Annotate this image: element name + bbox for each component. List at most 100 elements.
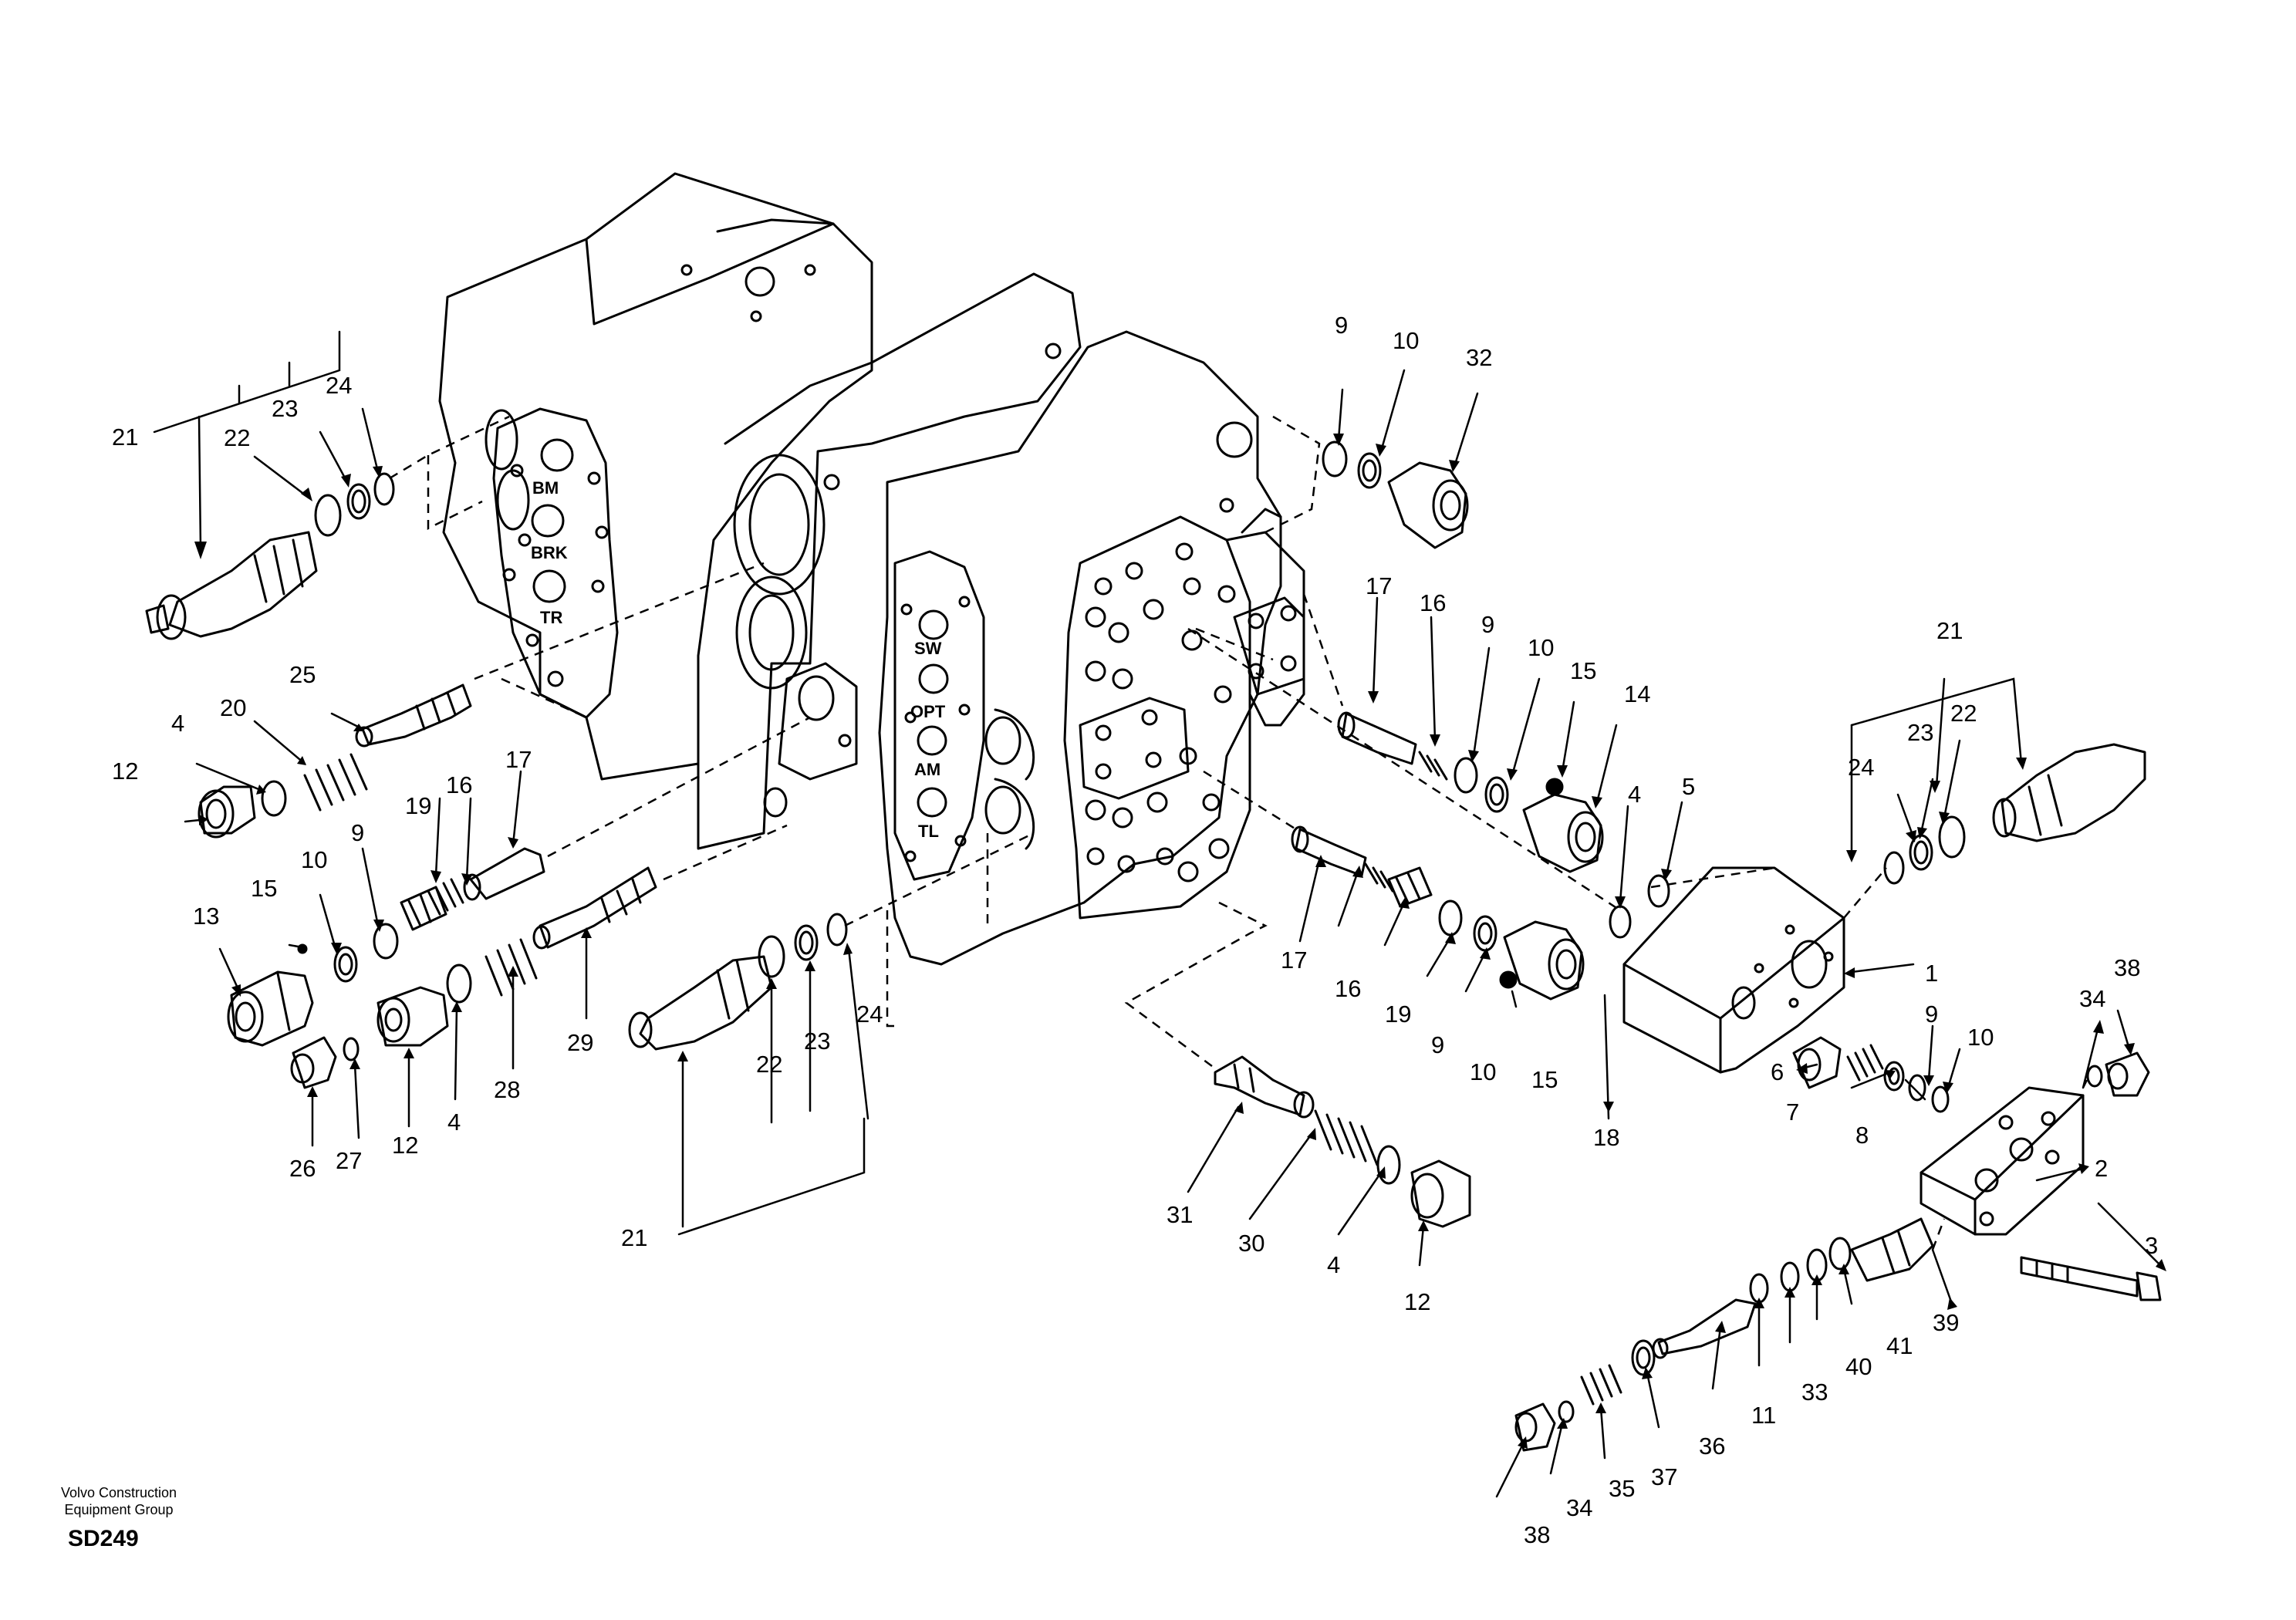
sleeve-19-left: [400, 886, 447, 931]
callout-number: 24: [326, 372, 352, 399]
valve-body-front-section: [878, 330, 1305, 966]
callout-number: 41: [1886, 1332, 1913, 1359]
spring-30: [1314, 1109, 1379, 1166]
housing-1: [1622, 866, 1845, 1074]
backup-ring-10-top: [1357, 452, 1382, 489]
spool-31: [1214, 1055, 1315, 1119]
relief-valve-right: [1992, 743, 2146, 842]
backup-ring-8: [1883, 1061, 1905, 1092]
drawing-code: SD249: [68, 1526, 139, 1551]
plunger-6: [1792, 1036, 1842, 1089]
callout-number: 37: [1651, 1463, 1677, 1490]
o-ring-33: [1780, 1261, 1800, 1292]
o-ring-4-left: [261, 780, 287, 817]
callout-number: 17: [505, 746, 532, 773]
callout-number: 24: [1848, 754, 1874, 781]
port-label: TR: [540, 608, 562, 627]
callout-number: 4: [1628, 781, 1641, 808]
callout-number: 39: [1933, 1309, 1959, 1336]
callout-number: 10: [301, 846, 327, 873]
spring-16-left: [427, 878, 464, 916]
callout-number: 35: [1609, 1475, 1635, 1502]
arrowheads: [194, 434, 2166, 1449]
callout-number: 15: [251, 875, 277, 902]
callout-number: 16: [1420, 589, 1446, 616]
plug-14: [1522, 793, 1604, 873]
callout-number: 23: [804, 1028, 830, 1055]
callout-number: 15: [1570, 657, 1596, 684]
callout-number: 19: [1385, 1001, 1411, 1028]
plug-39: [1850, 1217, 1934, 1282]
callout-number: 34: [1566, 1494, 1592, 1521]
callout-number: 38: [2114, 954, 2140, 981]
callout-number: 13: [193, 903, 219, 930]
callout-number: 4: [447, 1109, 461, 1136]
o-ring-10-lower-right: [1931, 1085, 1950, 1113]
plug-12-left: [198, 785, 256, 839]
port-label: OPT: [910, 702, 946, 721]
callout-number: 9: [351, 819, 364, 846]
company-name-line2: Equipment Group: [64, 1502, 174, 1517]
port-label: AM: [914, 760, 940, 779]
spool-25: [355, 683, 472, 748]
o-ring-9-right-lower: [1438, 899, 1463, 937]
valve-body-rear-section: [438, 172, 873, 781]
o-ring-34-bottom: [1558, 1400, 1575, 1423]
o-ring-24-lower: [826, 913, 848, 947]
callout-number: 32: [1466, 344, 1492, 371]
spring-28: [485, 938, 538, 997]
callout-number: 9: [1925, 1001, 1938, 1028]
callout-number: 23: [272, 395, 298, 422]
piston-17-right-upper: [1337, 711, 1417, 765]
leader-lines: [153, 330, 2162, 1498]
o-ring-9-left: [373, 923, 399, 960]
spring-20: [303, 753, 368, 812]
backup-ring-23-upper: [346, 483, 371, 520]
sleeve-19-right: [1387, 866, 1433, 908]
spring-7: [1846, 1044, 1884, 1082]
callout-number: 21: [621, 1224, 647, 1251]
valve-body-middle-section: [697, 272, 1082, 850]
port-label: BRK: [531, 543, 568, 562]
callout-number: 10: [1528, 634, 1554, 661]
callout-number: 16: [1335, 975, 1361, 1002]
backup-ring-10-right-lower: [1473, 915, 1497, 952]
ball-15-right-lower: [1499, 970, 1518, 989]
spring-16-right-upper: [1418, 751, 1448, 781]
callout-number: 24: [856, 1001, 883, 1028]
o-ring-9-top: [1322, 440, 1348, 478]
spool-36: [1652, 1298, 1757, 1359]
callout-number: 21: [1936, 617, 1963, 644]
callout-number: 20: [220, 694, 246, 721]
callout-number: 10: [1470, 1058, 1496, 1085]
callout-number: 16: [446, 771, 472, 798]
callout-number: 7: [1786, 1099, 1799, 1126]
callout-number: 18: [1593, 1124, 1619, 1151]
footer: Volvo Construction Equipment Group: [34, 1484, 204, 1518]
plug-38-top: [2105, 1051, 2150, 1097]
callout-number: 8: [1855, 1122, 1869, 1149]
housing-2: [1920, 1086, 2085, 1236]
backup-ring-10-left: [333, 946, 358, 983]
callout-number: 9: [1481, 611, 1494, 638]
callout-number: 19: [405, 792, 431, 819]
o-ring-24-right: [1883, 851, 1905, 885]
port-label: TL: [918, 822, 939, 841]
o-ring-22-upper: [314, 494, 342, 537]
backup-ring-10-right: [1484, 776, 1509, 813]
callout-number: 40: [1845, 1353, 1872, 1380]
callout-number: 12: [112, 758, 138, 785]
ball-15-right-upper: [1545, 778, 1564, 796]
callout-numbers: 21 22 23 24 9 10 32 25 20 4 12 17 16 19 …: [112, 312, 2158, 1548]
o-ring-9-lower-right: [1908, 1074, 1926, 1102]
backup-ring-37: [1631, 1339, 1656, 1376]
callout-number: 6: [1771, 1058, 1784, 1085]
backup-ring-23-lower: [794, 924, 819, 961]
plug-26: [290, 1036, 337, 1089]
callout-number: 15: [1531, 1066, 1558, 1093]
o-ring-4-bottom: [1376, 1145, 1401, 1185]
company-name-line1: Volvo Construction: [60, 1485, 177, 1500]
plug-12-bottom: [1410, 1159, 1471, 1228]
callout-number: 4: [171, 710, 184, 737]
callout-number: 14: [1624, 680, 1650, 707]
